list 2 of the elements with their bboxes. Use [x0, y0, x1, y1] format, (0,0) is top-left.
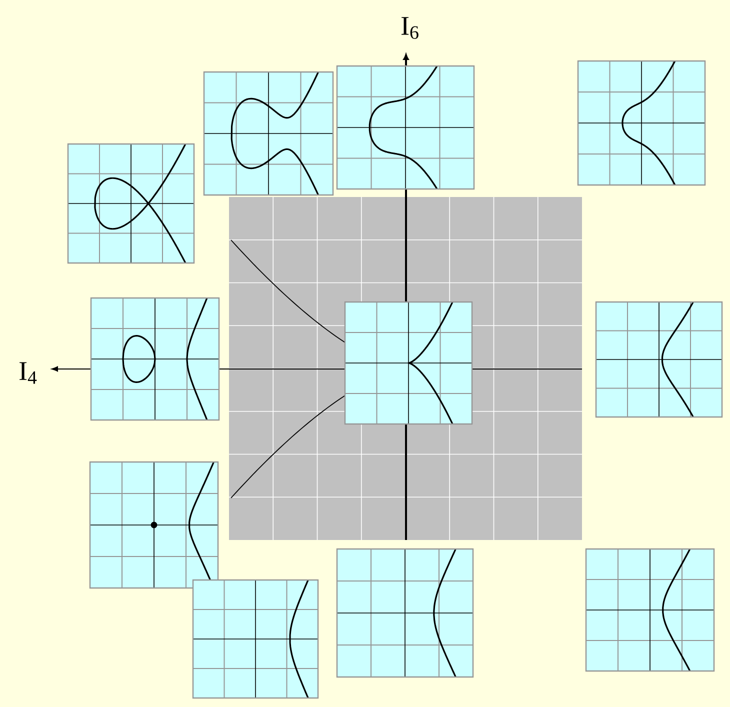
axis-label: I$_{6}$ [402, 17, 418, 39]
axis-label: I$_{4}$ [20, 362, 37, 384]
